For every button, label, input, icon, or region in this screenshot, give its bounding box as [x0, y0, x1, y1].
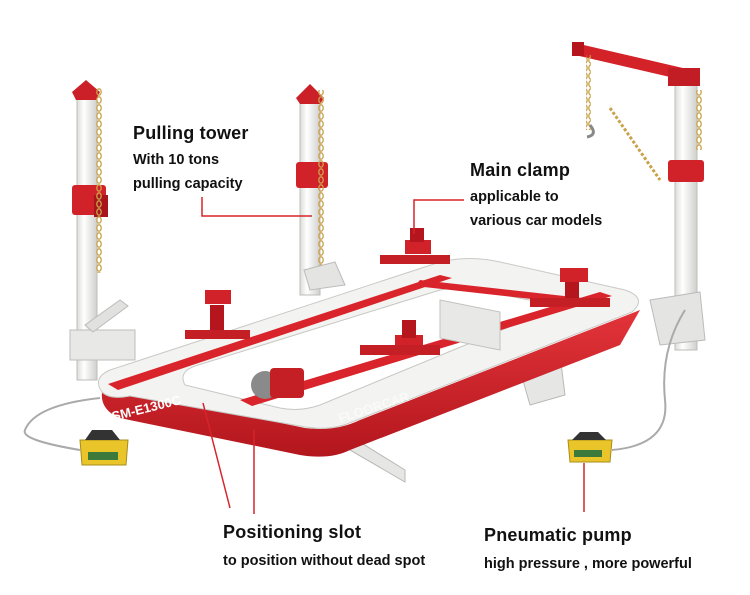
pneumatic-pump-right — [567, 309, 686, 463]
center-pulling-tower — [296, 84, 346, 296]
main-clamp-line-1: applicable to — [470, 189, 559, 205]
main-clamp-rear — [380, 228, 450, 264]
main-clamp-right — [530, 268, 610, 307]
pneumatic-pump-left — [23, 397, 129, 466]
positioning-slot-callout: Positioning slot to position without dea… — [223, 522, 425, 573]
main-clamp-front — [360, 320, 440, 355]
main-clamp-line-2: various car models — [470, 213, 603, 229]
pneumatic-pump-line: high pressure , more powerful — [484, 556, 692, 572]
main-clamp-left — [185, 290, 250, 339]
positioning-slot-line: to position without dead spot — [223, 553, 426, 569]
pulling-tower-title: Pulling tower — [133, 123, 249, 143]
pulling-tower-line-1: With 10 tons — [133, 152, 220, 168]
pulling-tower-callout: Pulling tower With 10 tons pulling capac… — [133, 123, 249, 196]
main-clamp-callout: Main clamp applicable to various car mod… — [470, 160, 602, 233]
positioning-slot-leader — [202, 402, 231, 509]
left-pulling-tower — [69, 80, 136, 381]
positioning-slot-title: Positioning slot — [223, 522, 362, 542]
right-pulling-tower — [572, 42, 706, 351]
pulling-tower-line-2: pulling capacity — [133, 176, 243, 192]
main-clamp-leader — [413, 199, 464, 234]
pulling-tower-leader — [201, 197, 312, 217]
main-clamp-title: Main clamp — [470, 160, 571, 180]
callout-leaders — [201, 197, 585, 514]
pneumatic-pump-title: Pneumatic pump — [484, 525, 632, 545]
pneumatic-pump-callout: Pneumatic pump high pressure , more powe… — [484, 525, 692, 576]
bench-platform — [97, 258, 641, 483]
